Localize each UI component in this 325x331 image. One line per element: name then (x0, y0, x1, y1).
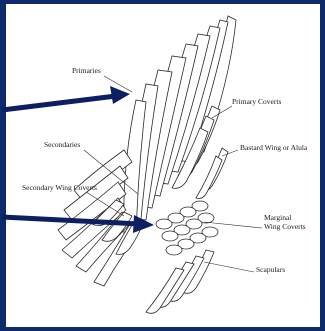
marginal-covert (156, 219, 172, 229)
label-marginal-wing-coverts: Marginal Wing Coverts (264, 214, 306, 231)
arrow-top-head (110, 86, 130, 104)
label-primary-coverts: Primary Coverts (232, 98, 281, 107)
marginal-covert (162, 231, 178, 241)
label-secondary-wing-coverts: Secondary Wing Coverts (22, 184, 97, 193)
label-scapulars: Scapulars (256, 266, 285, 275)
arrow-top (2, 96, 116, 110)
label-primaries: Primaries (72, 67, 101, 76)
label-marginal-line2: Wing Coverts (264, 223, 306, 232)
alula-feather (196, 156, 222, 199)
label-secondaries: Secondaries (44, 141, 80, 150)
leader-scapulars (204, 262, 254, 272)
label-bastard-wing: Bastard Wing or Alula (240, 144, 307, 153)
marginal-covert (166, 245, 182, 255)
